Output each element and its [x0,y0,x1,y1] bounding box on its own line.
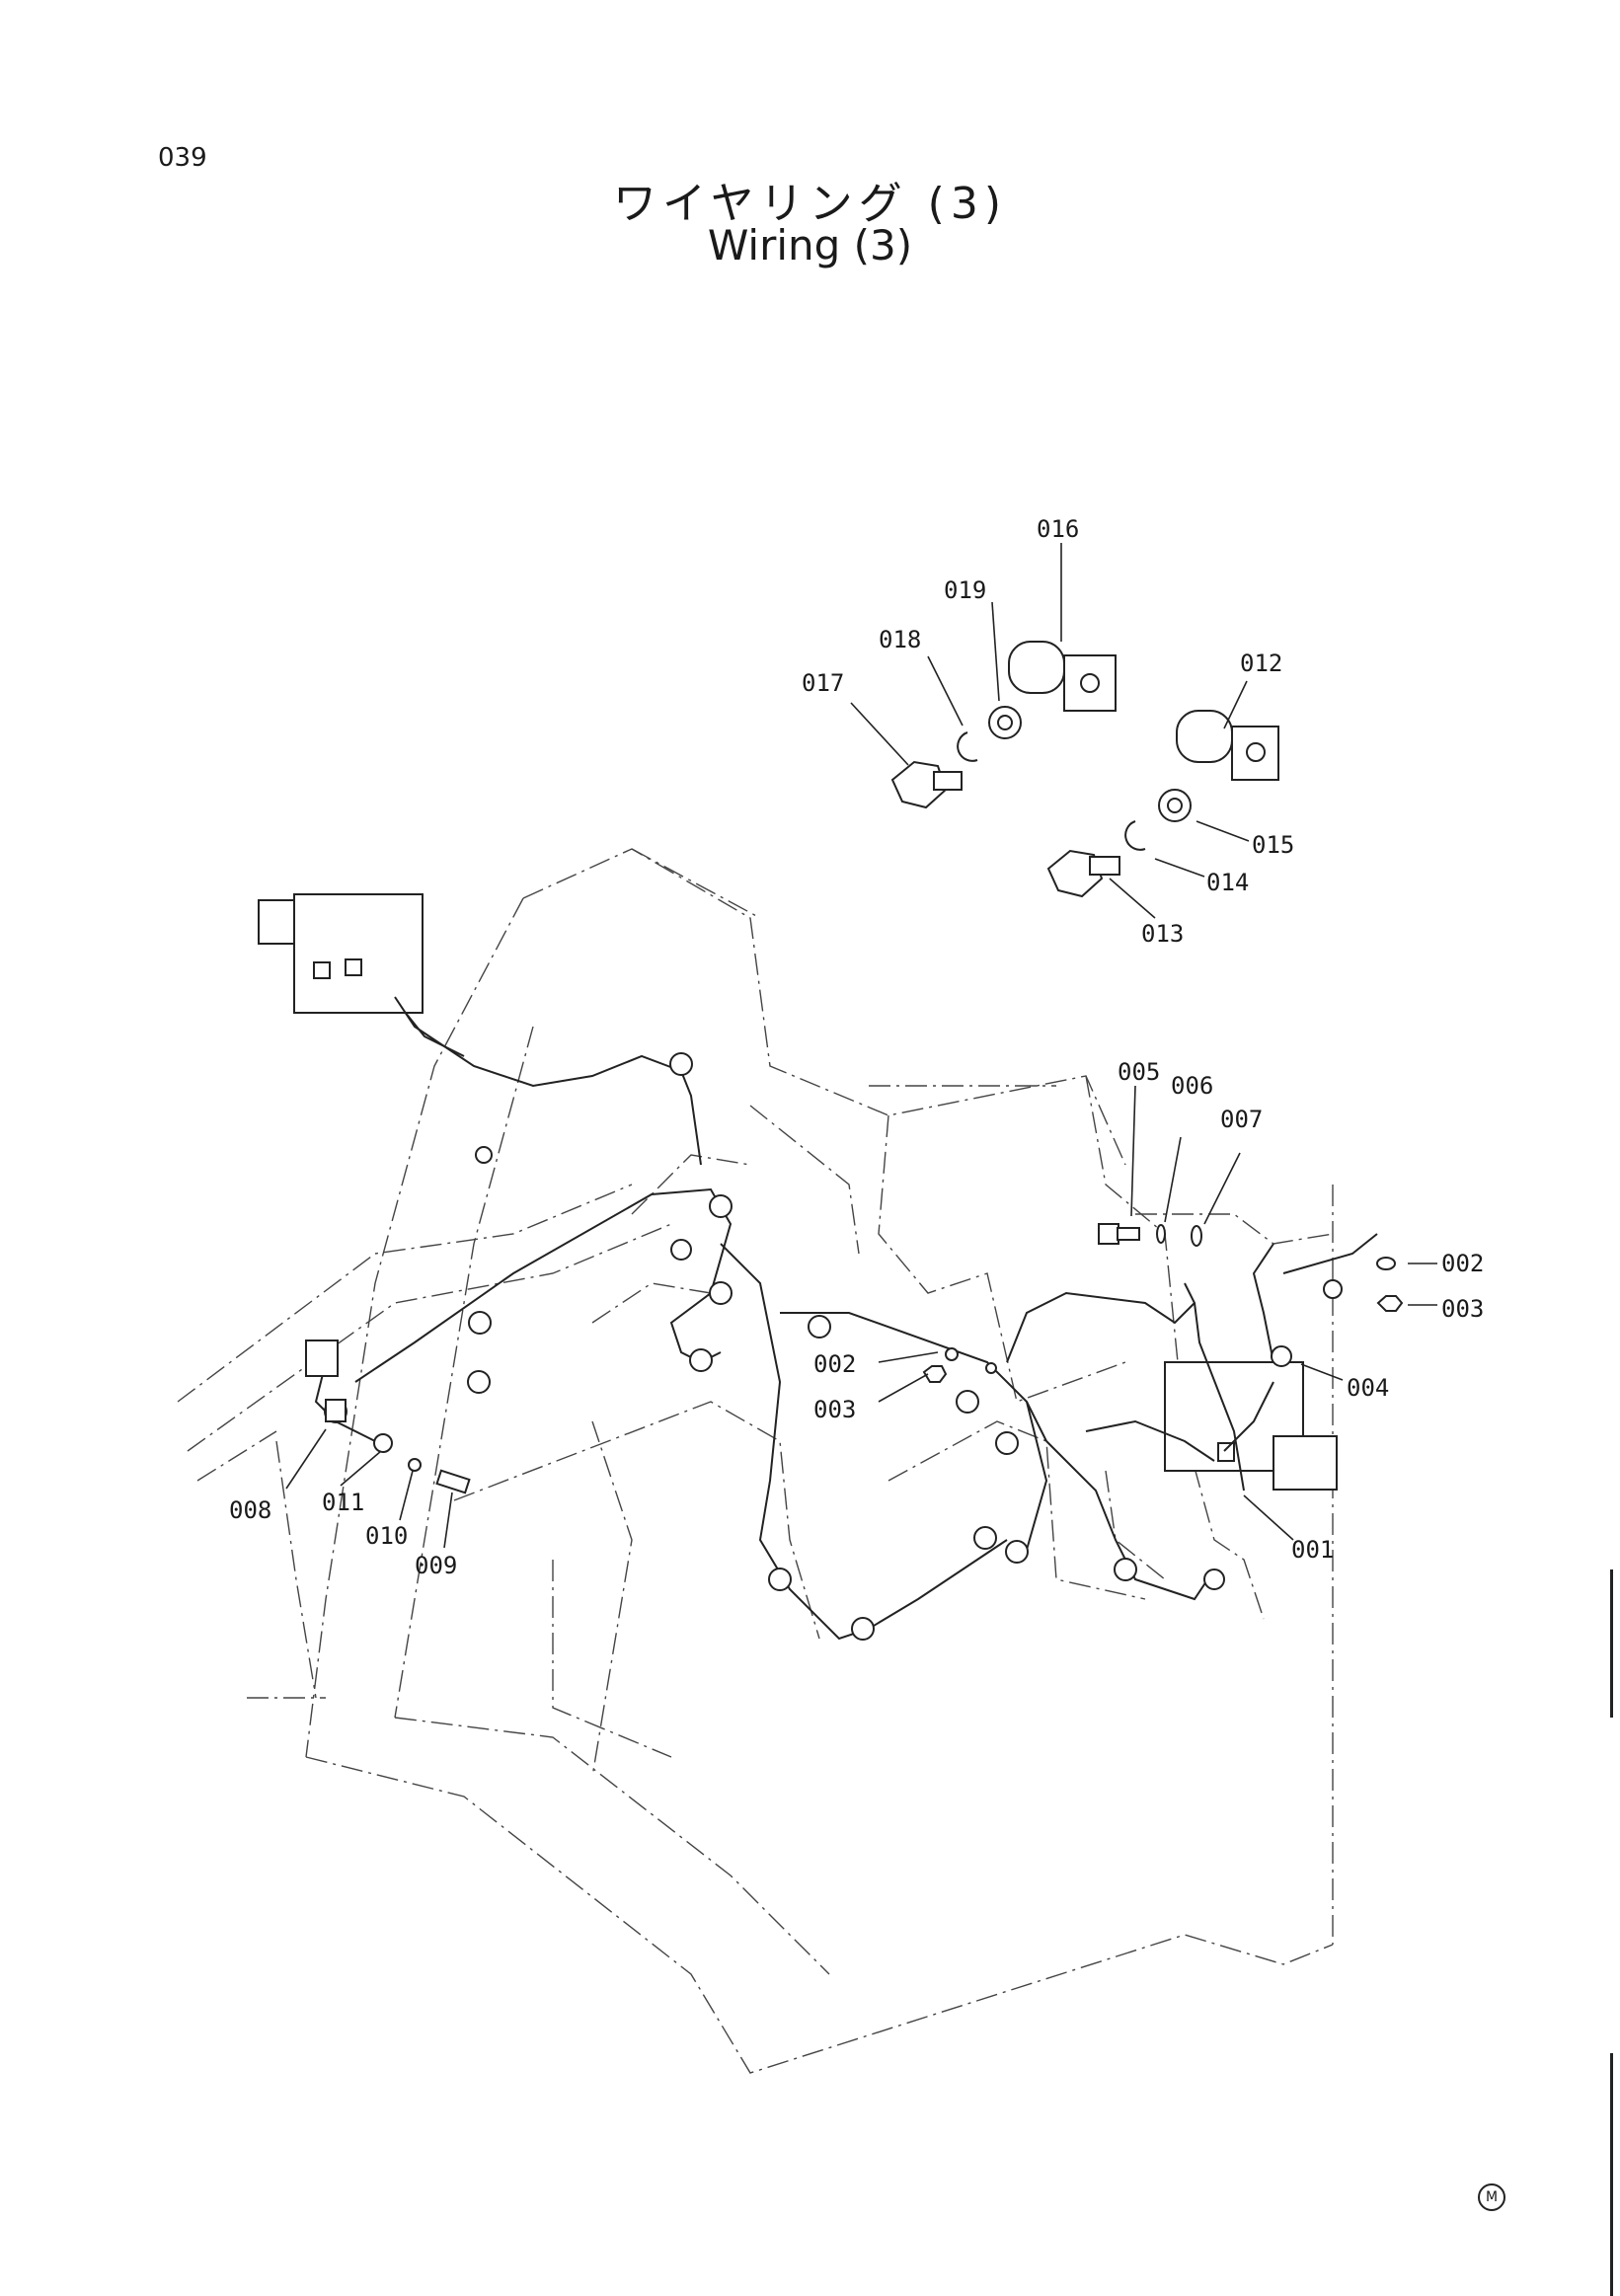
callout-009: 009 [415,1552,457,1579]
callout-012: 012 [1240,650,1282,677]
leader-lines [285,543,1437,1549]
page-edge-mark-bottom [1610,2053,1613,2296]
callout-014: 014 [1206,869,1249,896]
callout-002-center: 002 [813,1350,856,1378]
title-japanese: ワイヤリング (3) [613,179,1007,229]
callout-labels: 001 002 002 003 003 004 005 006 007 008 … [229,515,1484,1579]
frame-outline [177,848,1334,2074]
callout-013: 013 [1141,920,1184,948]
callout-010: 010 [365,1522,408,1550]
callout-003-center: 003 [813,1396,856,1423]
callout-006: 006 [1171,1072,1213,1100]
manufacturer-mark: M [1478,2183,1505,2211]
relay-box-right [1164,1361,1338,1491]
controller-box-left [258,893,424,1014]
hardware-centre-left [325,1347,997,1494]
callout-015: 015 [1252,831,1294,859]
callout-004: 004 [1347,1374,1389,1402]
callout-019: 019 [944,576,986,604]
callout-017: 017 [802,669,844,697]
callout-016: 016 [1037,515,1079,543]
hardware-upper [890,641,1279,898]
callout-005: 005 [1118,1058,1160,1086]
callout-011: 011 [322,1489,364,1516]
wire-harness [314,996,1378,1641]
hardware-right [1098,1223,1404,1367]
callout-008: 008 [229,1496,271,1524]
callout-001: 001 [1291,1536,1334,1564]
callout-002-right: 002 [1441,1250,1484,1277]
page-number: 039 [158,143,207,173]
callout-003-right: 003 [1441,1295,1484,1323]
page-edge-mark-top [1610,1569,1613,1718]
callout-007: 007 [1220,1106,1263,1133]
callout-018: 018 [879,626,921,653]
title-english: Wiring (3) [707,221,913,269]
